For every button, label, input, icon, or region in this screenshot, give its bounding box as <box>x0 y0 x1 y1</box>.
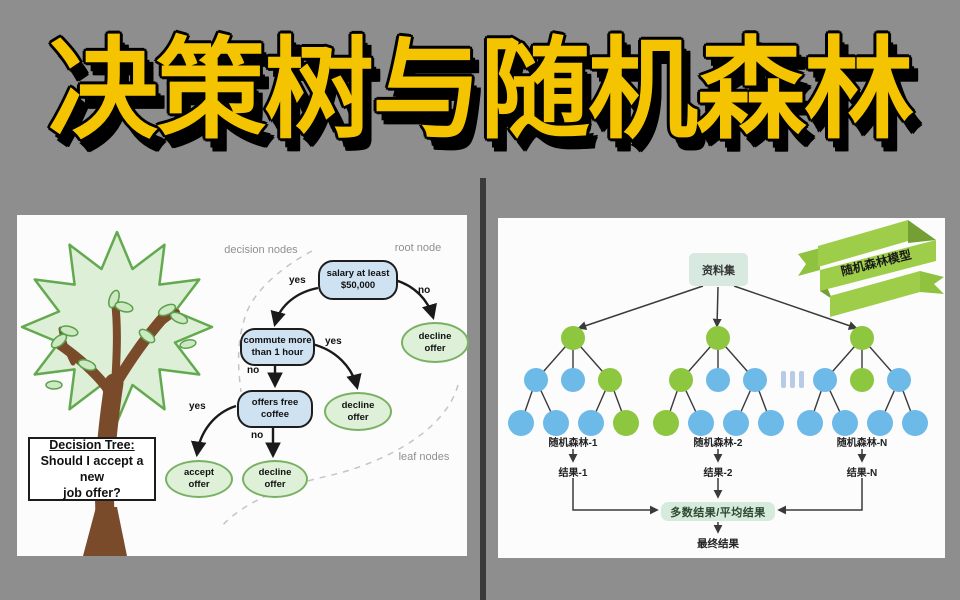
blue-node <box>813 368 837 392</box>
dashed-boundaries <box>219 250 459 529</box>
leaf-decline-offer-1: decline offer <box>401 322 469 363</box>
leaf-accept-offer: accept offer <box>165 460 233 498</box>
tree-leaves <box>45 289 197 390</box>
forest-trees <box>508 326 928 436</box>
decision-tree-canvas <box>20 230 459 556</box>
final-result-label: 最终结果 <box>697 538 739 550</box>
blue-node <box>758 410 784 436</box>
blue-node <box>706 368 730 392</box>
blue-node <box>887 368 911 392</box>
forest-label-2: 随机森林-2 <box>693 438 743 449</box>
green-node <box>613 410 639 436</box>
leaf-decline-offer-3: decline offer <box>242 460 308 498</box>
edge-label-coffee-yes: yes <box>189 401 206 412</box>
ellipsis-icon <box>781 371 804 388</box>
page-title: 决策树与随机森林 <box>48 29 914 152</box>
caption-question-line2: job offer? <box>63 486 121 501</box>
dataset-box: 资料集 <box>689 253 748 286</box>
blue-node <box>524 368 548 392</box>
result-label-2: 结果-2 <box>703 468 733 479</box>
result-arrows <box>568 449 867 534</box>
random-forest-canvas <box>508 220 944 534</box>
vertical-divider <box>480 178 486 600</box>
caption-question-line1: Should I accept a new <box>40 453 144 484</box>
blue-node <box>543 410 569 436</box>
root-node-annotation: root node <box>394 242 442 254</box>
edge-label-commute-yes: yes <box>325 336 342 347</box>
forest-label-n: 随机森林-N <box>836 438 888 449</box>
green-node <box>850 326 874 350</box>
node-coffee: offers free coffee <box>237 390 313 428</box>
green-node <box>669 368 693 392</box>
random-forest-panel: 资料集 随机森林模型 随机森林-1 随机森林-2 随机森林-N 结果-1 结果-… <box>498 218 945 558</box>
leaf-nodes-annotation: leaf nodes <box>398 451 450 463</box>
node-commute: commute more than 1 hour <box>240 328 315 366</box>
forest-label-1: 随机森林-1 <box>548 438 598 449</box>
blue-node <box>797 410 823 436</box>
green-node <box>561 326 585 350</box>
blue-node <box>561 368 585 392</box>
blue-node <box>832 410 858 436</box>
green-node <box>653 410 679 436</box>
edge-label-coffee-no: no <box>251 430 264 441</box>
green-node <box>598 368 622 392</box>
node-root-salary: salary at least $50,000 <box>318 260 398 300</box>
edge-label-commute-no: no <box>247 365 260 376</box>
blue-node <box>867 410 893 436</box>
decision-nodes-annotation: decision nodes <box>224 244 298 256</box>
decision-tree-edges <box>190 278 437 459</box>
decision-tree-panel: decision nodes root node leaf nodes sala… <box>17 215 469 556</box>
green-node <box>706 326 730 350</box>
caption-heading: Decision Tree: <box>49 437 135 452</box>
dataset-arrows <box>577 285 858 330</box>
blue-node <box>508 410 534 436</box>
green-node <box>850 368 874 392</box>
tree-illustration-icon <box>20 230 214 556</box>
result-label-1: 结果-1 <box>558 468 588 479</box>
blue-node <box>902 410 928 436</box>
leaf-decline-offer-2: decline offer <box>324 392 392 431</box>
aggregate-box: 多数结果/平均结果 <box>661 502 775 521</box>
blue-node <box>723 410 749 436</box>
blue-node <box>688 410 714 436</box>
result-label-n: 结果-N <box>846 468 878 479</box>
edge-label-root-yes: yes <box>289 275 306 286</box>
ribbon-banner-icon <box>798 220 944 317</box>
edge-label-root-no: no <box>418 285 431 296</box>
decision-tree-caption: Decision Tree: Should I accept a new job… <box>28 437 156 501</box>
blue-node <box>578 410 604 436</box>
blue-node <box>743 368 767 392</box>
